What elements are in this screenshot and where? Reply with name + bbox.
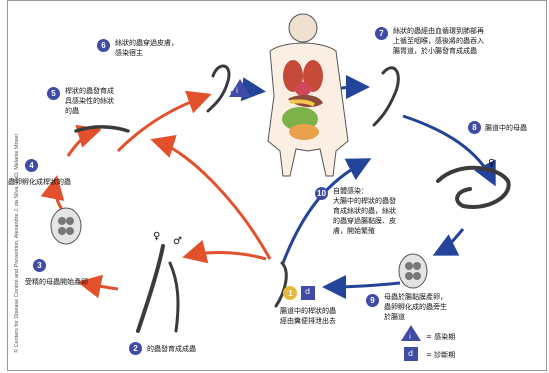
arrow-female-to-eggs — [438, 229, 463, 253]
male-symbol-free: ♂ — [173, 237, 182, 247]
lifecycle-diagram: © Centers for Disease Control and Preven… — [7, 0, 547, 371]
step-5-badge: 5 — [47, 87, 60, 100]
step-3-badge: 3 — [33, 259, 46, 272]
infective-marker-skin — [229, 79, 251, 97]
step-2-text: 的蟲發育成成蟲 — [147, 344, 196, 354]
step-10-text: 自體感染： 大腸中的桿狀的蟲發 育成絲狀的蟲，絲狀 的蟲穿過腸黏膜、皮 膚，開始… — [333, 186, 396, 236]
step-7-badge: 7 — [375, 27, 388, 40]
rhabditiform-larva-soil — [76, 127, 128, 131]
step-8-text: 腸道中的母蟲 — [485, 123, 527, 133]
step-2-badge: 2 — [129, 342, 142, 355]
arrow-larvae-to-filariform — [68, 131, 96, 156]
step-1-text: 腸道中的桿狀的蟲 經由糞便排泄出去 — [280, 306, 336, 326]
rhabditiform-larva-stool — [276, 263, 286, 306]
infective-marker-legend — [401, 325, 421, 341]
step-4-text: 蟲卵孵化成桿狀的蟲 — [8, 177, 71, 187]
adult-male-free-living — [170, 263, 178, 331]
step-4-badge: 4 — [25, 159, 38, 172]
step-7-text: 絲狀的蟲經由血循環到肺部再 上循至咽喉，感後將的蟲吞入 腸胃道，於小腸發育成成蟲 — [393, 26, 484, 56]
legend-infective-letter: i — [409, 332, 411, 342]
infective-letter-skin: i — [236, 86, 238, 96]
step-6-badge: 6 — [97, 39, 110, 52]
adult-female-intestine — [438, 168, 509, 207]
step-9-badge: 9 — [366, 294, 379, 307]
arrow-adults-to-eggs — [83, 283, 118, 289]
filariform-larva-skin — [208, 66, 229, 111]
filariform-larva-lungs — [374, 68, 398, 125]
female-symbol-host: ♀ — [488, 159, 495, 169]
step-3-text: 受精的母蟲開始產卵 — [25, 277, 88, 287]
human-body-illustration — [268, 14, 348, 176]
egg-intestinal — [399, 254, 427, 288]
diagram-canvas — [8, 1, 548, 372]
diagnostic-letter-stool: d — [305, 287, 310, 297]
arrow-rhabditiform-to-adults — [188, 253, 266, 259]
legend-infective-label: = 感染期 — [426, 332, 455, 342]
adult-female-free-living — [138, 246, 163, 331]
step-5-text: 桿狀的蟲發育成 具感染性的絲狀 的蟲 — [65, 86, 114, 116]
step-1-badge: 1 — [284, 287, 297, 300]
egg-free-living — [51, 208, 81, 244]
step-10-badge: 10 — [315, 187, 328, 200]
step-8-badge: 8 — [468, 121, 481, 134]
legend-diagnostic-letter: d — [408, 349, 413, 359]
step-6-text: 絲狀的蟲穿過皮膚， 感染宿主 — [115, 38, 178, 58]
step-9-text: 母蟲於腸黏膜產卵， 蟲卵孵化成的蟲旁生 於腸道 — [384, 292, 447, 322]
arrow-eggs-to-excretion — [328, 283, 400, 287]
legend-diagnostic-label: = 診斷期 — [426, 350, 455, 360]
female-symbol-free: ♀ — [153, 232, 160, 242]
